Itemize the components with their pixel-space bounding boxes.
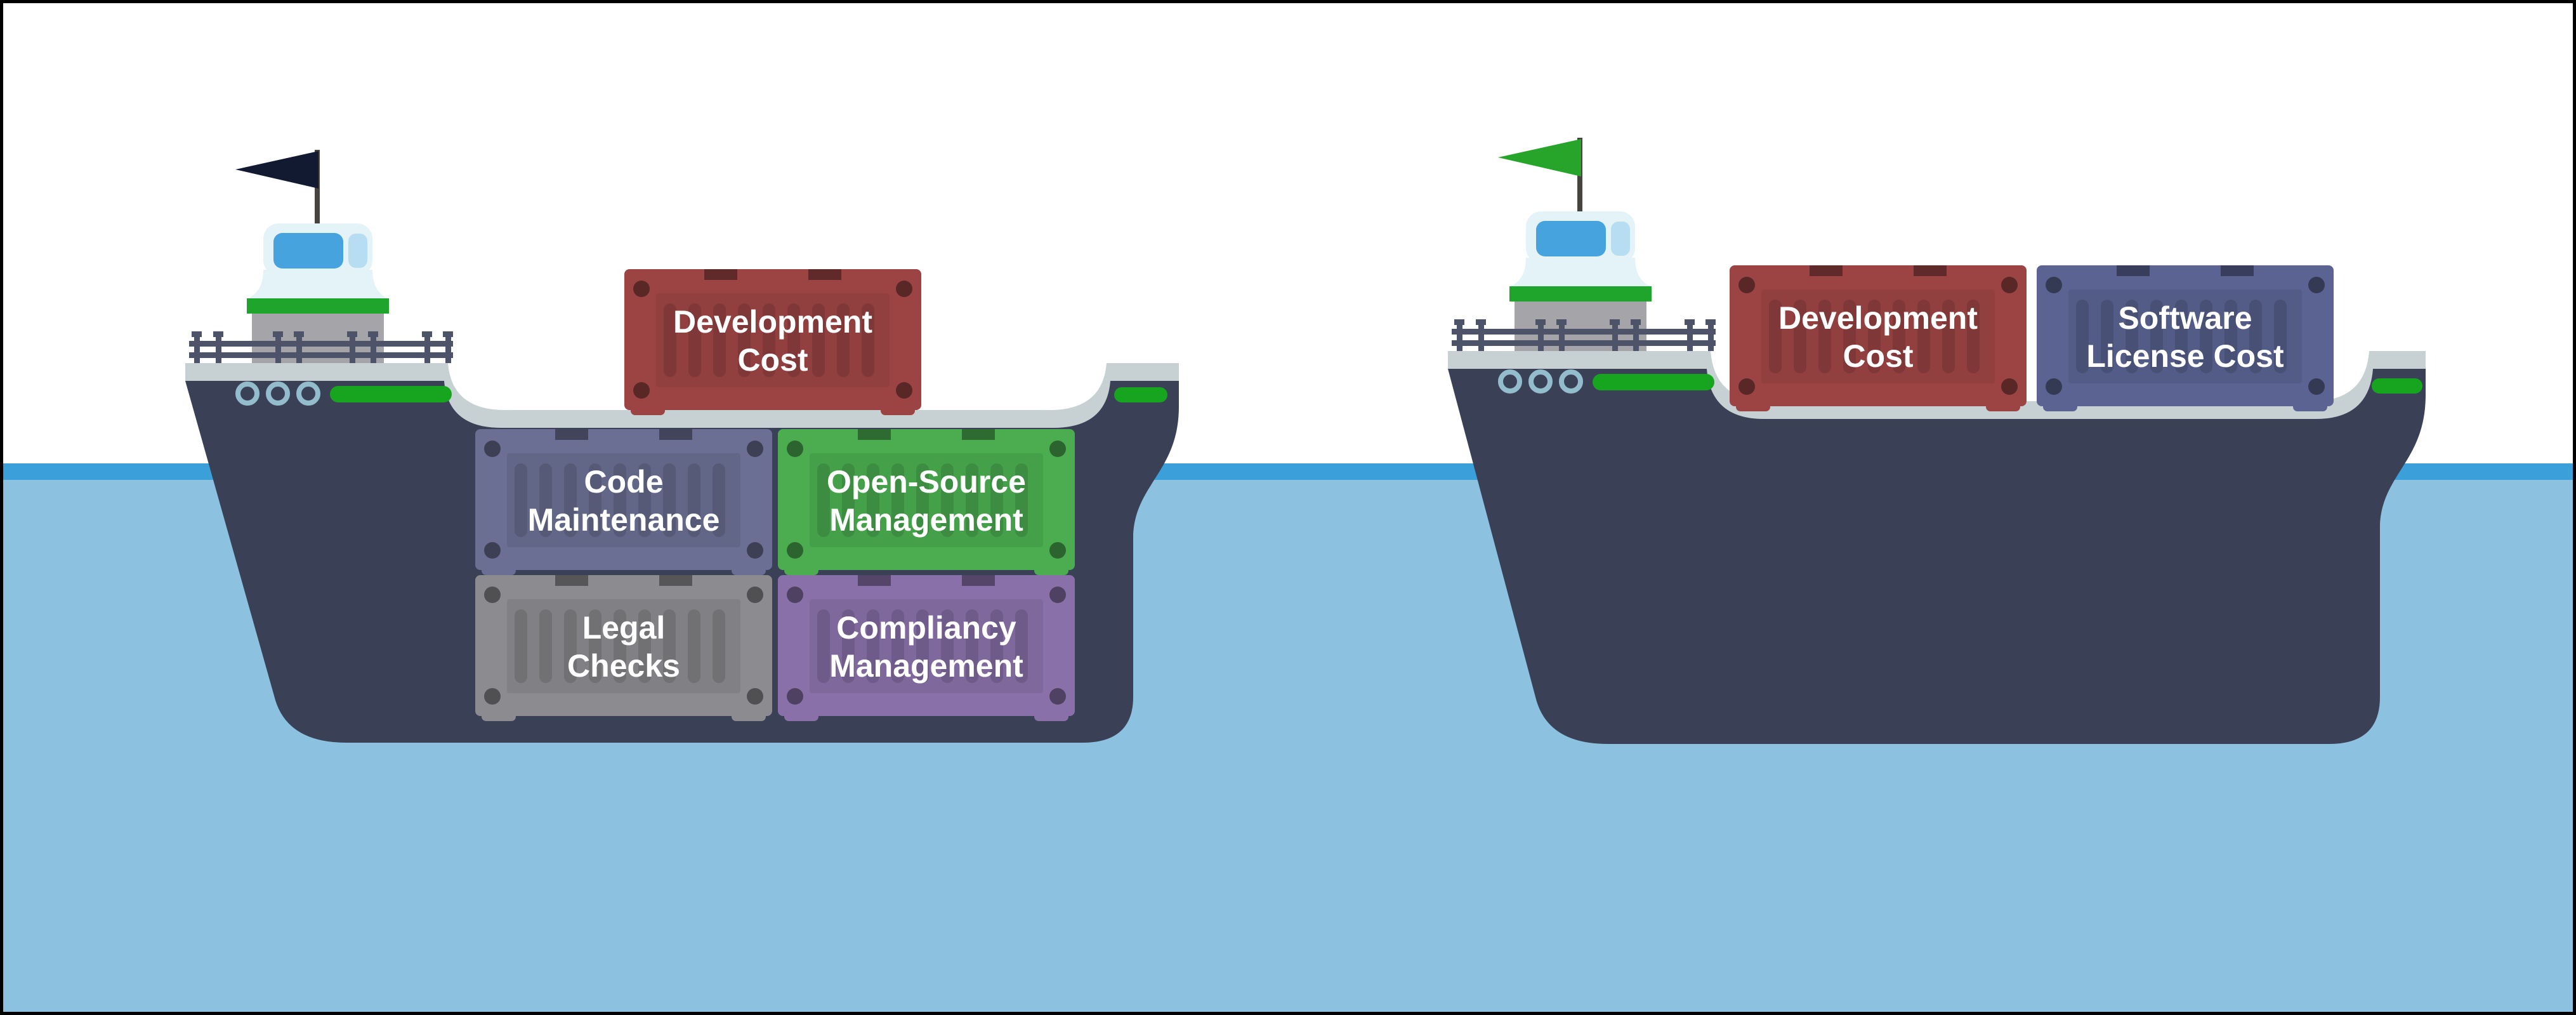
left-ship-stern-pill: [1114, 387, 1167, 402]
container-label-line: Software: [2118, 300, 2252, 336]
container-label-line: License Cost: [2086, 338, 2284, 374]
container-label-line: Legal: [582, 610, 666, 646]
right-ship: Development Cost Software License Cost: [1448, 138, 2426, 744]
container-label-line: Cost: [1843, 338, 1913, 374]
container-open-source-management: Open-Source Management: [778, 429, 1075, 575]
container-label-line: Checks: [567, 648, 680, 684]
container-compliancy-management: Compliancy Management: [778, 575, 1075, 721]
right-ship-flag-icon: [1498, 139, 1581, 176]
left-ship: Development Cost Code Maintenance Open-S…: [185, 150, 1179, 743]
container-development-cost: Development Cost: [1730, 265, 2027, 411]
container-legal-checks: Legal Checks: [475, 575, 772, 721]
left-ship-flag-icon: [235, 151, 319, 189]
container-label-line: Code: [584, 464, 664, 500]
container-software-license-cost: Software License Cost: [2037, 265, 2334, 411]
right-ship-stern-pill: [2372, 378, 2422, 394]
container-development-cost: Development Cost: [624, 269, 921, 415]
left-ship-deck-trim: [185, 363, 1179, 428]
container-label-line: Management: [829, 648, 1023, 684]
container-label-line: Compliancy: [836, 610, 1016, 646]
container-label-line: Maintenance: [528, 502, 720, 538]
container-code-maintenance: Code Maintenance: [475, 429, 772, 575]
container-label-line: Development: [1778, 300, 1978, 336]
container-label-line: Development: [673, 304, 872, 340]
right-ship-hull: [1448, 369, 2426, 744]
container-label-line: Cost: [737, 342, 808, 378]
container-label-line: Management: [829, 502, 1023, 538]
container-label-line: Open-Source: [827, 464, 1026, 500]
